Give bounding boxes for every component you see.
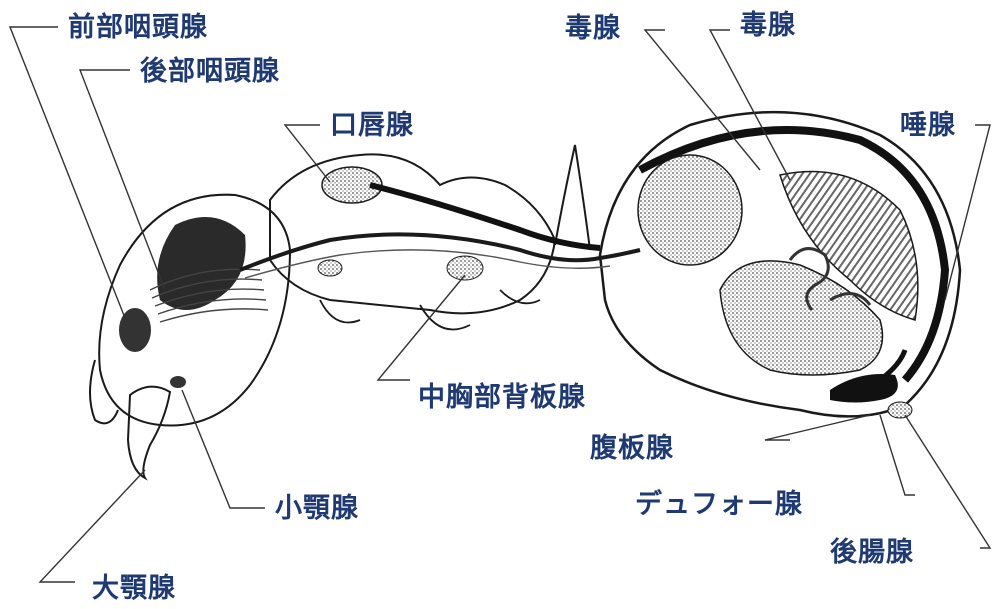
label-posterior-pharyngeal-gland: 後部咽頭腺 — [140, 57, 280, 87]
leader-ventral-plate — [765, 415, 870, 440]
leader-posterior-pharyngeal — [80, 70, 165, 290]
head-dark-mass — [157, 217, 245, 310]
label-anterior-pharyngeal-gland: 前部咽頭腺 — [68, 13, 208, 43]
leader-labial — [285, 125, 330, 182]
leader-mesothoracic — [378, 275, 465, 380]
label-mesothoracic-dorsal-gland: 中胸部背板腺 — [418, 383, 586, 413]
label-ventral-plate-gland: 腹板腺 — [590, 434, 674, 464]
leader-maxillary — [182, 390, 265, 508]
label-venom-gland-left: 毒腺 — [565, 14, 621, 44]
sting-dark-mass — [830, 374, 898, 403]
label-mandibular-gland: 大顎腺 — [92, 574, 176, 604]
hindgut-gland-shape — [888, 402, 912, 418]
mandible — [128, 387, 170, 478]
label-labial-gland: 口唇腺 — [330, 111, 414, 141]
antenna-base — [90, 360, 118, 423]
maxillary-gland-shape — [170, 376, 186, 388]
leader-salivary — [945, 125, 990, 300]
label-venom-gland-right: 毒腺 — [740, 11, 796, 41]
mesothoracic-gland-shape — [447, 256, 483, 280]
crop-shape — [638, 155, 742, 265]
label-salivary-gland: 唾腺 — [900, 111, 956, 141]
leader-mandibular — [40, 470, 145, 582]
leader-hindgut — [905, 415, 990, 548]
leader-venom-left — [645, 30, 760, 170]
petiole-spine — [555, 145, 590, 250]
thorax-gland-small — [318, 260, 342, 276]
label-hindgut-gland: 後腸腺 — [830, 538, 914, 568]
alimentary-canal — [240, 234, 640, 270]
label-maxillary-gland: 小顎腺 — [275, 494, 359, 524]
canal-inner-line — [245, 250, 610, 278]
label-dufour-gland: デュフォー腺 — [635, 490, 803, 520]
leader-dufour — [880, 415, 915, 495]
